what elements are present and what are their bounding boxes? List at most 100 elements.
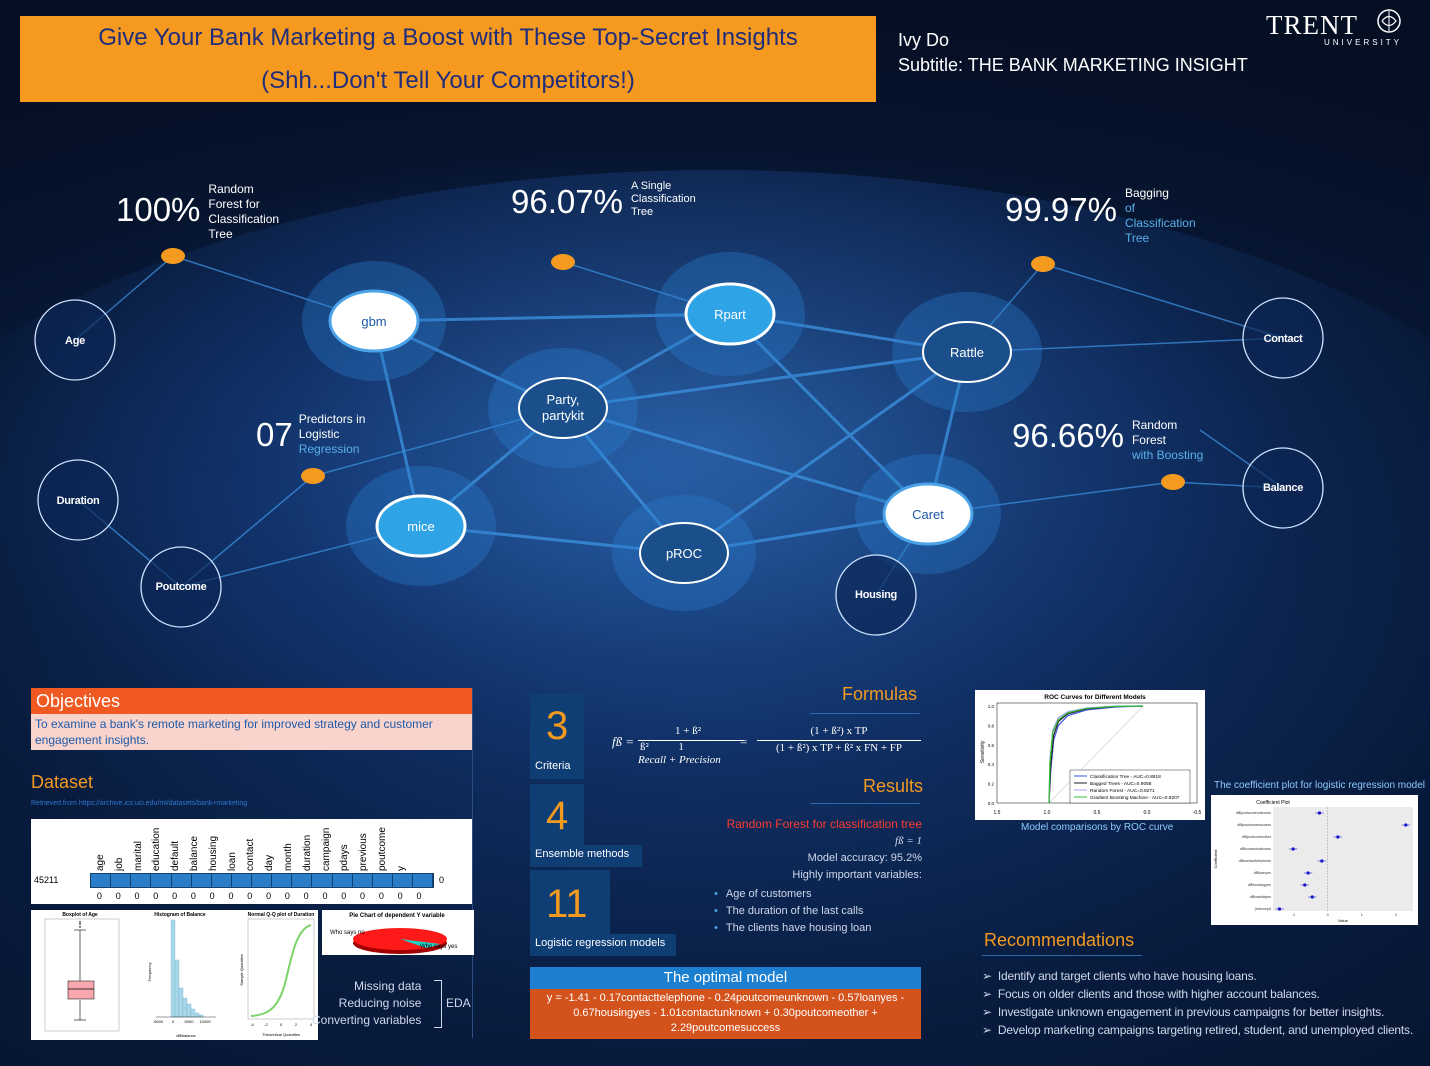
list-item: Age of customers	[714, 886, 871, 903]
eda-tag: EDA	[446, 996, 471, 1010]
roc-ylabel: Sensitivity	[980, 740, 986, 763]
column-header: balance	[188, 835, 200, 871]
roc-x-tick: 1.5	[994, 810, 1001, 816]
eda-brace	[434, 980, 442, 1028]
coef-point	[1310, 895, 1314, 899]
eda-step: Missing data	[354, 979, 422, 993]
coef-x-tick: 0	[1327, 913, 1329, 917]
coef-x-tick: 1	[1361, 913, 1363, 917]
roc-y-tick: 1.0	[988, 704, 995, 709]
divider	[982, 955, 1142, 956]
var-label-balance: Balance	[1262, 482, 1304, 494]
column-header: duration	[301, 834, 313, 871]
chart2-x-tick: 5000	[185, 1019, 195, 1024]
bar-cell	[312, 874, 333, 887]
roc-curve	[1048, 705, 1144, 804]
column-header: previous	[358, 833, 370, 871]
stat-description: Predictors in Logistic Regression	[298, 412, 366, 456]
node-rattle	[922, 321, 1012, 383]
missing-count: 0	[172, 891, 178, 901]
var-label-age: Age	[65, 335, 85, 347]
bar-cell	[111, 874, 132, 887]
title-line-1: Give Your Bank Marketing a Boost with Th…	[98, 24, 798, 51]
count-criteria: 3	[530, 694, 584, 758]
var-duration	[37, 459, 119, 541]
author-name: Ivy Do	[898, 30, 950, 50]
eda-charts-svg: Boxplot of Age Histogram of Balance df$b…	[44, 912, 314, 1038]
bar-cell	[91, 874, 112, 887]
column-header: age	[95, 854, 106, 871]
column-header: day	[264, 854, 276, 871]
node-proc	[639, 522, 729, 584]
column-header: contact	[245, 838, 257, 871]
bar-cell	[192, 874, 212, 887]
formula-num1: 1 + ß²	[674, 725, 701, 737]
node-gbm	[328, 289, 420, 353]
var-label-contact: Contact	[1263, 333, 1303, 345]
logo-sub-text: UNIVERSITY	[1324, 38, 1403, 47]
bar-cell	[252, 874, 273, 887]
coef-point	[1303, 883, 1307, 887]
coef-items: df$poutcomeunknowndf$poutcomesuccessdf$p…	[1236, 807, 1410, 917]
var-label-duration: Duration	[56, 495, 100, 507]
column-header: education	[151, 827, 163, 871]
edge	[728, 312, 930, 516]
column-header: month	[282, 843, 294, 871]
coef-ylabel: Coefficient	[1213, 849, 1218, 869]
stat-single-tree: 96.07% A Single Classification Tree	[511, 180, 696, 220]
node-label-party: Party, partykit	[542, 392, 584, 423]
formula-eq: =	[740, 734, 748, 749]
missing-count: 0	[96, 891, 102, 901]
chart3-x-tick: 4	[310, 1022, 313, 1027]
chart3-x-tick: 0	[280, 1022, 283, 1027]
coef-point	[1336, 835, 1340, 839]
missing-bar	[90, 873, 434, 888]
bar-cell	[232, 874, 252, 887]
bar-cell	[151, 874, 172, 887]
eda-charts: Boxplot of Age Histogram of Balance df$b…	[31, 910, 318, 1040]
missing-count: 0	[397, 891, 403, 901]
missing-count: 0	[247, 891, 253, 901]
pie-chart-svg: Pie Chart of dependent Y variable Who sa…	[330, 913, 457, 954]
recommendations-list: Identify and target clients who have hou…	[982, 967, 1413, 1039]
chart2-xlabel: df$balance	[176, 1033, 196, 1038]
bar-cell	[373, 874, 393, 887]
column-header: loan	[226, 852, 238, 871]
missing-count: 0	[266, 891, 272, 901]
column-header: housing	[207, 835, 219, 871]
roc-y-tick: 0.4	[988, 762, 995, 767]
list-item: Focus on older clients and those with hi…	[982, 985, 1413, 1003]
coef-x-tick: 2	[1395, 913, 1397, 917]
var-contact	[1242, 297, 1324, 379]
chart2-title: Histogram of Balance	[154, 912, 206, 918]
coef-term-label: df$poutcomeunknown	[1236, 811, 1271, 815]
chart2-x-tick: 10000	[199, 1019, 211, 1024]
row-count: 45211	[34, 875, 59, 885]
column-header: default	[170, 840, 182, 871]
coef-term-label: df$contacttelephone	[1239, 859, 1271, 863]
formulas-title: Formulas	[842, 684, 918, 704]
var-age	[34, 299, 116, 381]
stat-predictors: 07 Predictors in Logistic Regression	[256, 412, 365, 457]
dataset-title: Dataset	[31, 772, 94, 792]
roc-legend-label: Bagged Trees - AUC=0.9058	[1090, 781, 1152, 787]
node-label-gbm: gbm	[361, 314, 387, 329]
crest-icon	[1377, 9, 1401, 33]
column-header: campaign	[320, 827, 332, 871]
bar-cell	[413, 874, 434, 887]
roc-y-tick: 0.8	[988, 723, 995, 728]
objectives-text: To examine a bank's remote marketing for…	[31, 714, 473, 750]
edge	[373, 312, 731, 323]
important-variables: Age of customers The duration of the las…	[714, 886, 872, 937]
roc-title: ROC Curves for Different Models	[1044, 694, 1146, 701]
coef-x-tick: -1	[1292, 913, 1295, 917]
coef-point	[1317, 811, 1322, 815]
results-beta: fß = 1	[895, 835, 922, 847]
logo-main-text: TRENT	[1266, 10, 1358, 40]
list-item: Identify and target clients who have hou…	[982, 967, 1413, 985]
f-beta-formula: fß = 1 + ß² ß² 1 Recall + Precision = (1…	[612, 722, 922, 772]
chart3-x-tick: -2	[264, 1022, 268, 1027]
network-diagram	[34, 248, 1324, 636]
